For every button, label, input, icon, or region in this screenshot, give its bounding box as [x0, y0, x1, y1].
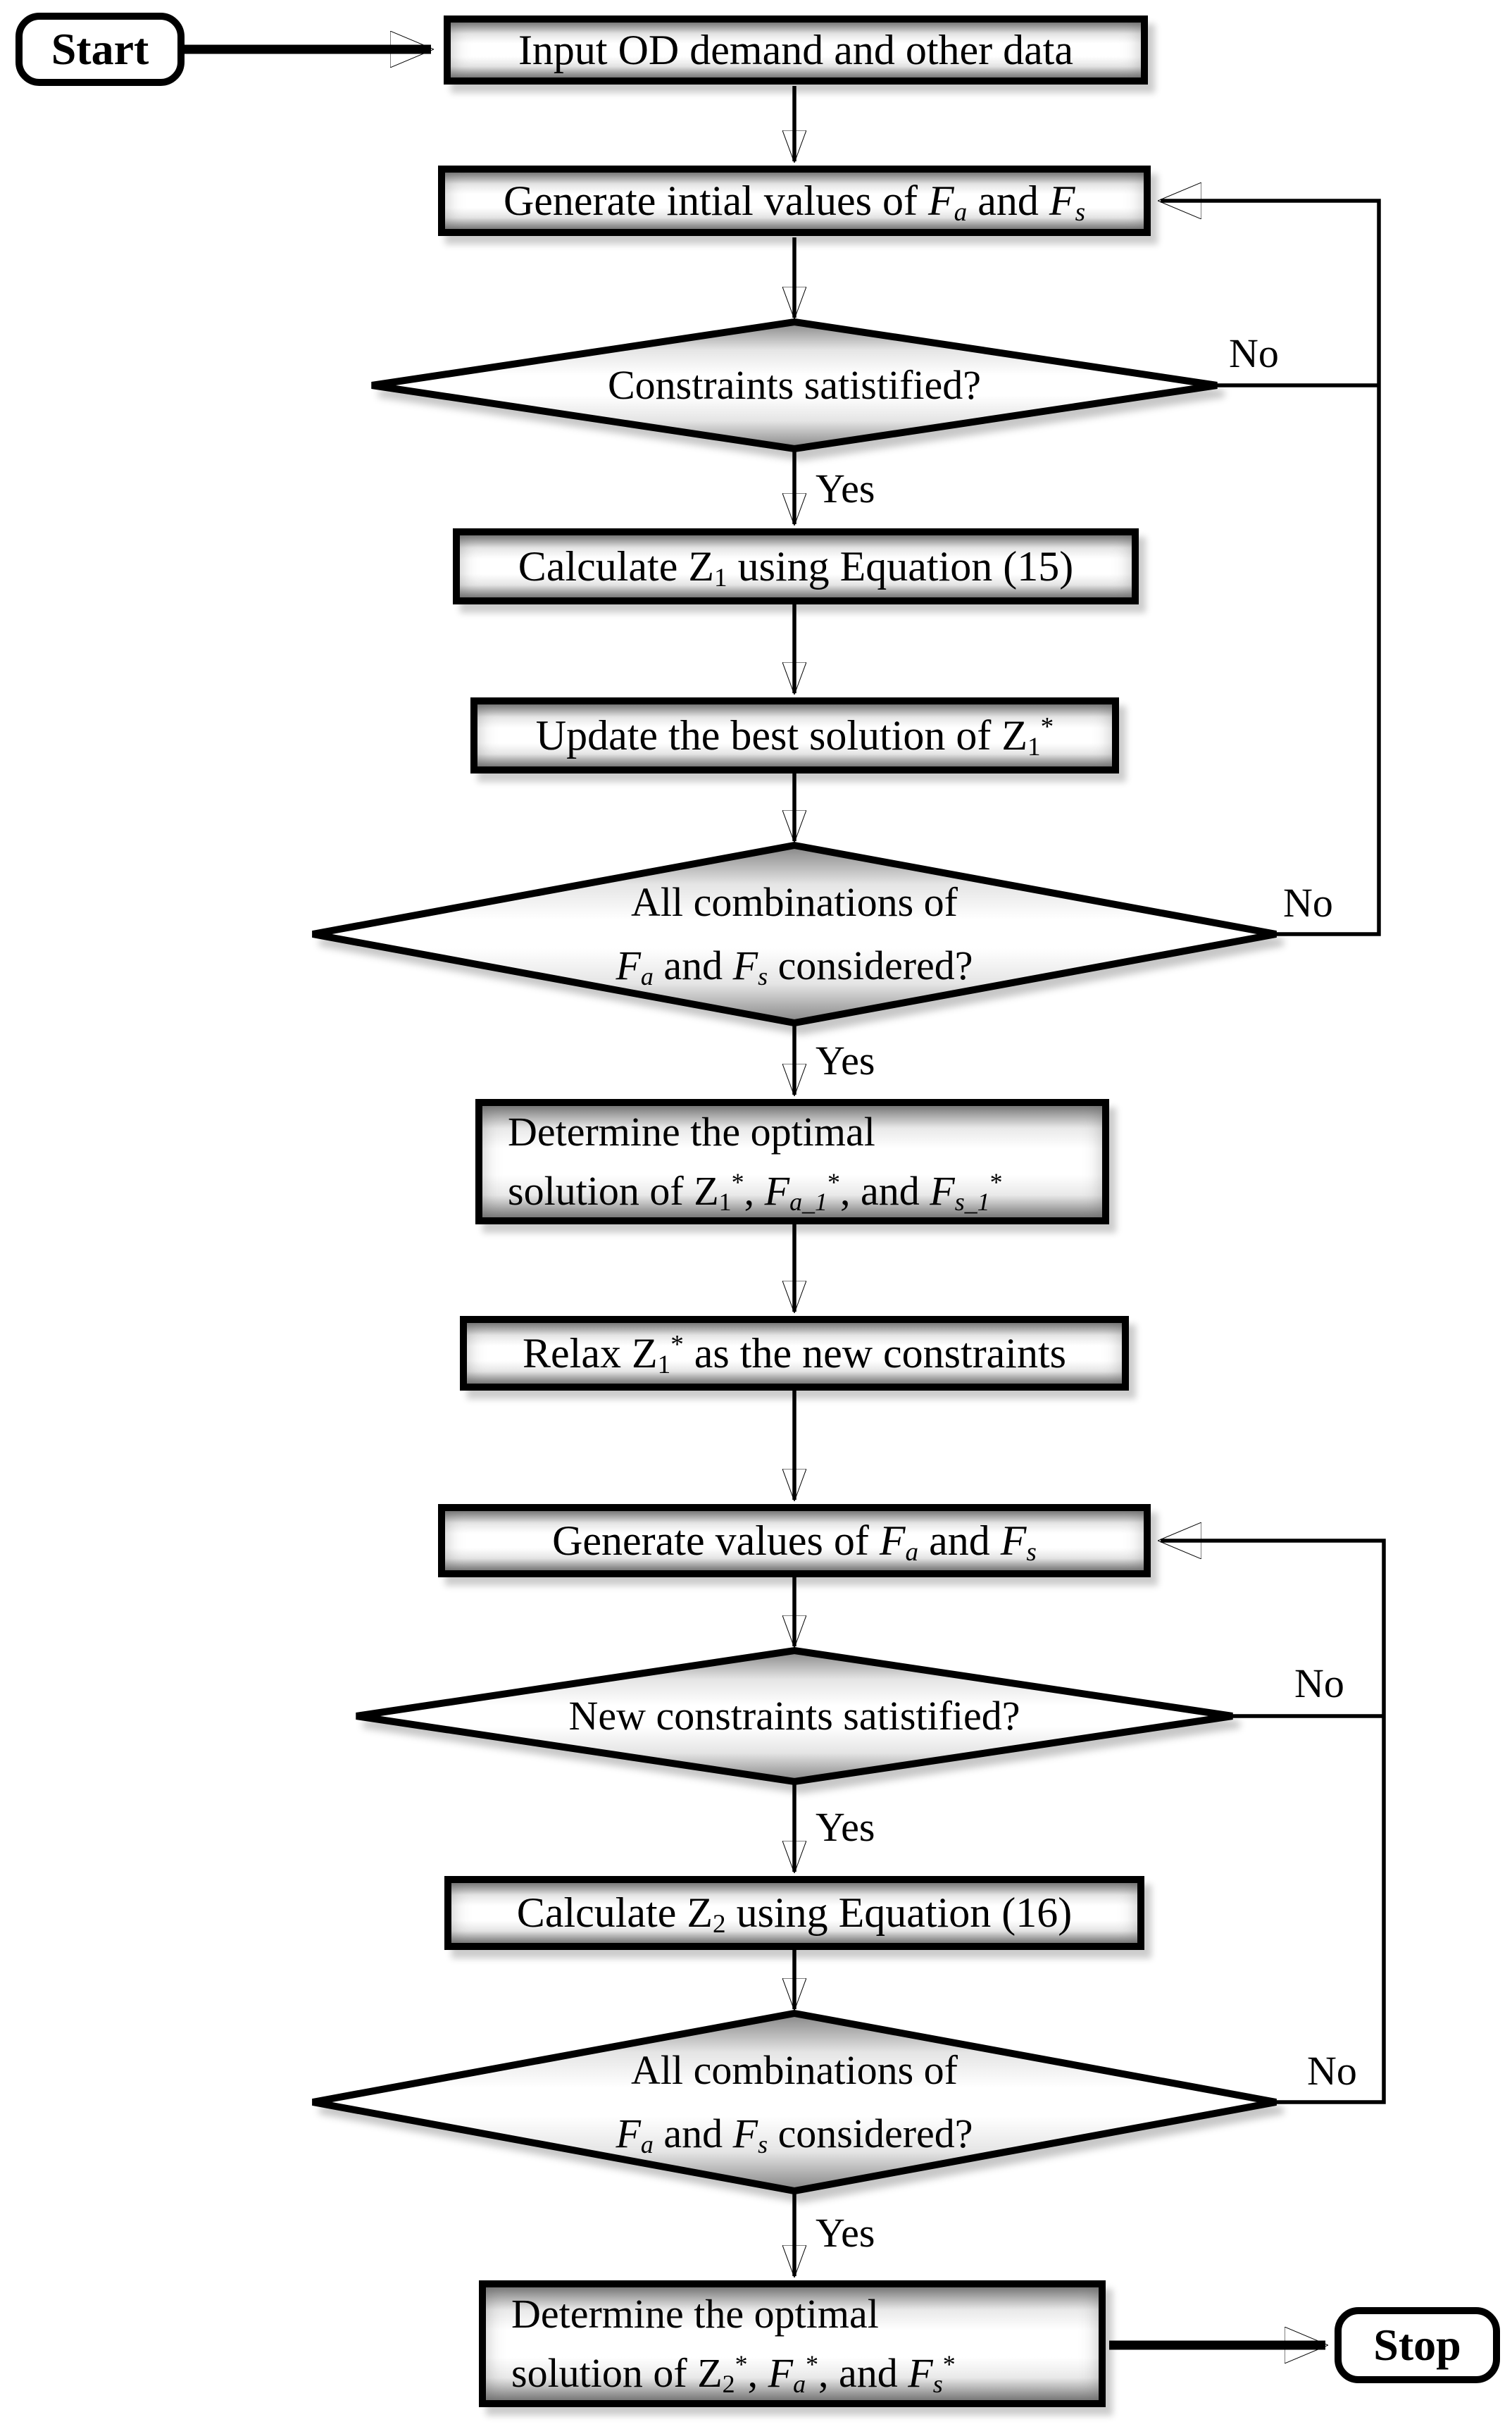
process-determine-optimal-2-line2: solution of Z2*, Fa*, and Fs* [511, 2350, 956, 2398]
terminator-start: Start [15, 13, 185, 86]
decision-constraints-satisfied-text: Constraints satistified? [608, 362, 981, 409]
process-input-od-data-text: Input OD demand and other data [518, 26, 1074, 73]
decision-new-constraints-satisfied-shape [356, 1646, 1233, 1786]
start-label: Start [51, 24, 149, 74]
decision-all-combinations-2: All combinations of Fa and Fs considered… [442, 2022, 1147, 2182]
decision-new-constraints-satisfied-text: New constraints satistified? [568, 1693, 1020, 1739]
process-generate-initial-values-text: Generate intial values of Fa and Fs [503, 177, 1086, 227]
decision-all-combinations-2-line2: Fa and Fs considered? [616, 2111, 973, 2158]
process-generate-values-text: Generate values of Fa and Fs [552, 1517, 1037, 1567]
label-no-1: No [1229, 330, 1279, 376]
edge-allcomb2-generate2-no [1161, 1541, 1386, 2104]
process-update-best-solution: Update the best solution of Z1* [470, 697, 1119, 774]
process-calculate-z2: Calculate Z2 using Equation (16) [444, 1876, 1144, 1950]
process-calculate-z1-text: Calculate Z1 using Equation (15) [518, 542, 1074, 592]
label-yes-4: Yes [816, 2210, 875, 2256]
decision-all-combinations-1: All combinations of Fa and Fs considered… [442, 854, 1147, 1014]
decision-all-combinations-1-line1: All combinations of [631, 879, 958, 926]
process-update-best-solution-text: Update the best solution of Z1* [535, 712, 1054, 762]
decision-all-combinations-1-line2: Fa and Fs considered? [616, 943, 973, 990]
process-calculate-z2-text: Calculate Z2 using Equation (16) [516, 1889, 1073, 1939]
process-generate-initial-values: Generate intial values of Fa and Fs [438, 166, 1151, 236]
process-determine-optimal-2-line1: Determine the optimal [511, 2290, 879, 2337]
stop-label: Stop [1373, 2320, 1461, 2370]
process-relax-z1: Relax Z1* as the new constraints [460, 1316, 1129, 1391]
terminator-stop: Stop [1335, 2307, 1500, 2383]
process-determine-optimal-1-line2: solution of Z1*, Fa_1*, and Fs_1* [508, 1168, 1003, 1216]
decision-constraints-satisfied: Constraints satistified? [442, 350, 1147, 421]
decision-all-combinations-2-line1: All combinations of [631, 2047, 958, 2094]
process-determine-optimal-1-line1: Determine the optimal [508, 1108, 875, 1155]
decision-all-combinations-1-shape [312, 841, 1277, 1027]
label-yes-2: Yes [816, 1038, 875, 1083]
label-yes-3: Yes [816, 1804, 875, 1850]
process-determine-optimal-1: Determine the optimal solution of Z1*, F… [475, 1099, 1109, 1224]
label-no-4: No [1307, 2048, 1357, 2094]
process-input-od-data: Input OD demand and other data [444, 15, 1148, 85]
process-calculate-z1: Calculate Z1 using Equation (15) [453, 528, 1139, 604]
decision-new-constraints-satisfied: New constraints satistified? [442, 1681, 1147, 1751]
label-yes-1: Yes [816, 466, 875, 511]
process-generate-values: Generate values of Fa and Fs [438, 1504, 1151, 1577]
label-no-2: No [1283, 880, 1333, 926]
process-relax-z1-text: Relax Z1* as the new constraints [523, 1329, 1066, 1379]
decision-constraints-satisfied-shape [371, 318, 1218, 453]
decision-all-combinations-2-shape [312, 2009, 1277, 2195]
process-determine-optimal-2: Determine the optimal solution of Z2*, F… [479, 2280, 1106, 2407]
edge-allcomb1-generate1-no [1161, 201, 1381, 936]
label-no-3: No [1294, 1660, 1344, 1706]
